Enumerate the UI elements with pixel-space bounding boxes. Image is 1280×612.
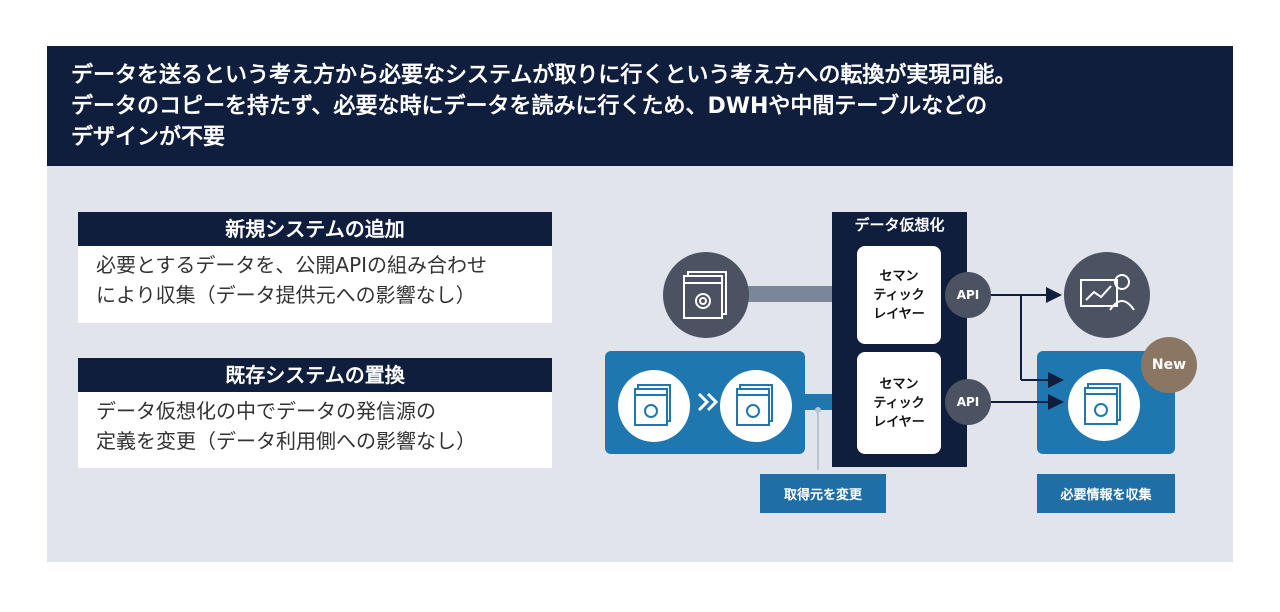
new-system-body: 必要とするデータを、公開APIの組み合わせ により収集（データ提供元への影響なし… (78, 246, 552, 323)
semantic-layer-top: セマン ティック レイヤー (857, 246, 941, 344)
new-badge: New (1141, 337, 1197, 393)
api-node-bottom: API (945, 379, 991, 425)
server-gear-icon-existing-1 (618, 370, 690, 442)
api-node-top: API (945, 272, 991, 318)
existing-system-title: 既存システムの置換 (78, 358, 552, 392)
new-system-line-1: 必要とするデータを、公開APIの組み合わせ (96, 253, 488, 277)
gray-arrow-shaft (748, 286, 843, 302)
server-gear-icon-existing-2 (720, 370, 792, 442)
semantic-layer-bottom: セマン ティック レイヤー (857, 352, 941, 454)
semantic-layer-bottom-text-1: セマン (879, 376, 919, 392)
semantic-layer-bottom-text-2: ティック (873, 395, 925, 411)
semantic-layer-bottom-text-3: レイヤー (873, 414, 925, 430)
new-system-title: 新規システムの追加 (78, 212, 552, 246)
collect-info-label: 必要情報を収集 (1037, 474, 1175, 513)
existing-system-line-2: 定義を変更（データ利用側への影響なし） (96, 429, 476, 453)
header-banner: データを送るという考え方から必要なシステムが取りに行くという考え方への転換が実現… (47, 46, 1233, 166)
server-gear-icon (663, 252, 749, 338)
chevron-double-icon-part (706, 392, 719, 412)
header-line-3: デザインが不要 (71, 125, 226, 150)
data-virtualization-title: データ仮想化 (854, 216, 945, 234)
change-source-label: 取得元を変更 (760, 474, 886, 513)
chevron-double-icon (697, 392, 710, 412)
header-line-2: データのコピーを持たず、必要な時にデータを読みに行くため、DWHや中間テーブルな… (71, 94, 988, 119)
semantic-layer-top-text-3: レイヤー (873, 306, 925, 322)
semantic-layer-top-text-2: ティック (873, 287, 925, 303)
semantic-layer-top-text-1: セマン (879, 268, 919, 284)
server-gear-icon-new (1068, 369, 1140, 441)
header-line-1: データを送るという考え方から必要なシステムが取りに行くという考え方への転換が実現… (71, 63, 1017, 88)
existing-system-line-1: データ仮想化の中でデータの発信源の (96, 399, 436, 423)
new-system-line-2: により収集（データ提供元への影響なし） (96, 283, 476, 307)
analytics-user-icon (1064, 252, 1150, 338)
existing-system-body: データ仮想化の中でデータの発信源の 定義を変更（データ利用側への影響なし） (78, 392, 552, 468)
